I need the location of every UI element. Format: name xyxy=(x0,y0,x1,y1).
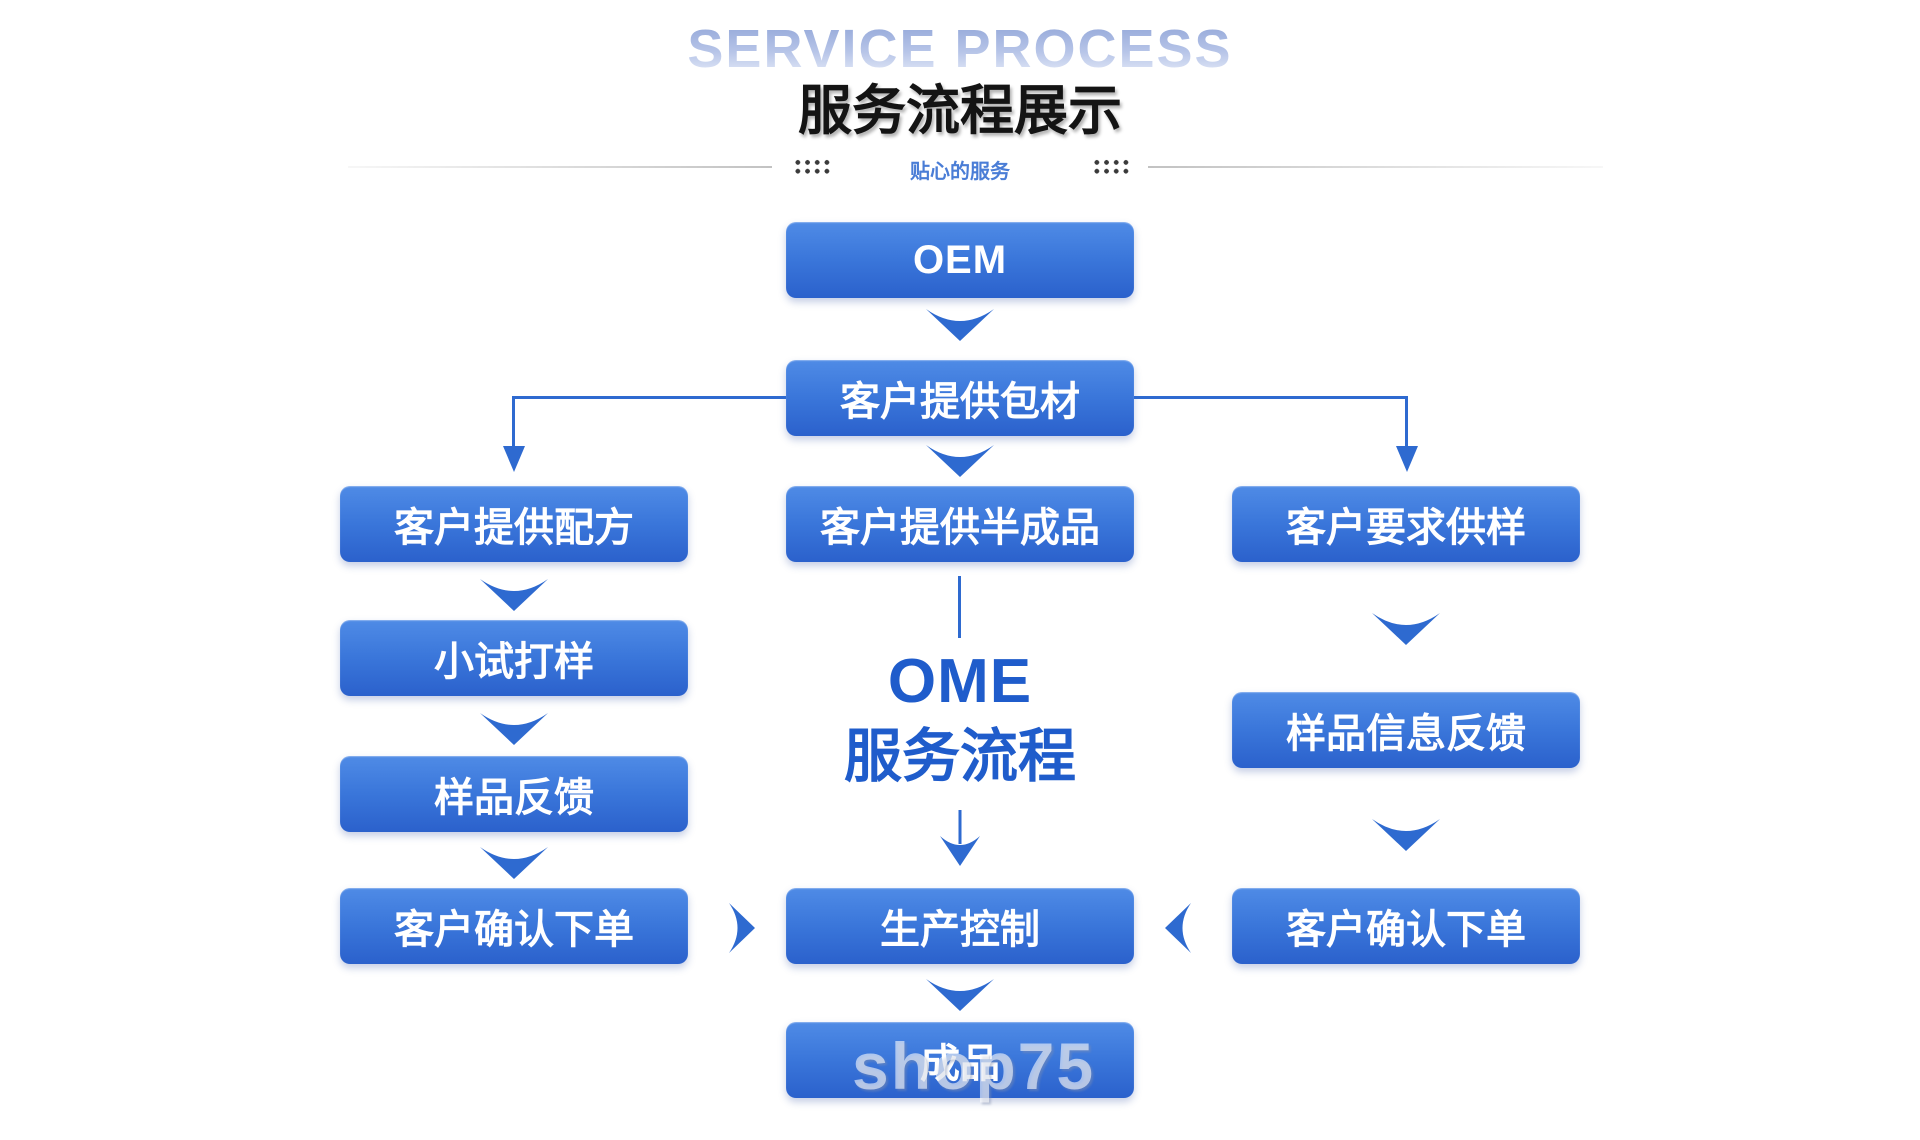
node-label: OEM xyxy=(912,237,1008,282)
arrow-down-icon xyxy=(480,713,548,745)
node-sample-request: 客户要求供样 xyxy=(1232,486,1580,562)
divider-line-right xyxy=(1148,166,1603,168)
node-label: 生产控制 xyxy=(880,908,1040,952)
node-label: 客户确认下单 xyxy=(1286,908,1526,952)
node-label: 客户提供配方 xyxy=(394,506,634,550)
arrowhead-down-icon xyxy=(503,446,525,472)
center-label-line2: 服务流程 xyxy=(843,724,1076,789)
arrow-right-icon xyxy=(729,903,755,953)
node-sample-info-feedback: 样品信息反馈 xyxy=(1232,692,1580,768)
node-finished-product: 成品 xyxy=(786,1022,1134,1098)
arrow-down-icon xyxy=(1372,613,1440,645)
arrow-down-icon xyxy=(480,847,548,879)
arrow-down-icon xyxy=(480,579,548,611)
arrow-left-icon xyxy=(1165,903,1191,953)
node-label: 小试打样 xyxy=(434,640,594,684)
node-confirm-order-right: 客户确认下单 xyxy=(1232,888,1580,964)
tagline: 贴心的服务 xyxy=(910,161,1010,183)
node-production-control: 生产控制 xyxy=(786,888,1134,964)
page-title: 服务流程展示 xyxy=(798,81,1122,141)
center-label: OME 服务流程 xyxy=(786,648,1134,798)
node-label: 客户提供包材 xyxy=(840,380,1080,424)
divider-line-left xyxy=(348,166,772,168)
arrow-down-icon xyxy=(1372,819,1440,851)
node-semi-finished: 客户提供半成品 xyxy=(786,486,1134,562)
node-trial: 小试打样 xyxy=(340,620,688,696)
title-english: SERVICE PROCESS xyxy=(0,18,1920,80)
dot-grid-icon xyxy=(793,158,831,175)
node-label: 样品信息反馈 xyxy=(1286,712,1526,756)
node-label: 客户确认下单 xyxy=(394,908,634,952)
node-formula: 客户提供配方 xyxy=(340,486,688,562)
dot-grid-icon xyxy=(1092,158,1130,175)
node-confirm-order-left: 客户确认下单 xyxy=(340,888,688,964)
node-oem: OEM xyxy=(786,222,1134,298)
arrow-down-icon xyxy=(926,309,994,341)
arrow-down-icon xyxy=(926,979,994,1011)
center-label-line1: OME xyxy=(887,647,1033,716)
connector-line xyxy=(958,576,961,638)
connector-line xyxy=(512,396,786,399)
arrow-down-with-tail-icon xyxy=(940,810,980,866)
connector-line xyxy=(1134,396,1408,399)
node-package: 客户提供包材 xyxy=(786,360,1134,436)
node-label: 客户要求供样 xyxy=(1286,506,1526,550)
node-label: 成品 xyxy=(920,1042,1000,1086)
arrowhead-down-icon xyxy=(1396,446,1418,472)
node-sample-feedback: 样品反馈 xyxy=(340,756,688,832)
node-label: 客户提供半成品 xyxy=(820,506,1100,550)
arrow-down-icon xyxy=(926,445,994,477)
node-label: 样品反馈 xyxy=(434,776,594,820)
connector-line xyxy=(1405,396,1408,448)
connector-line xyxy=(512,396,515,448)
